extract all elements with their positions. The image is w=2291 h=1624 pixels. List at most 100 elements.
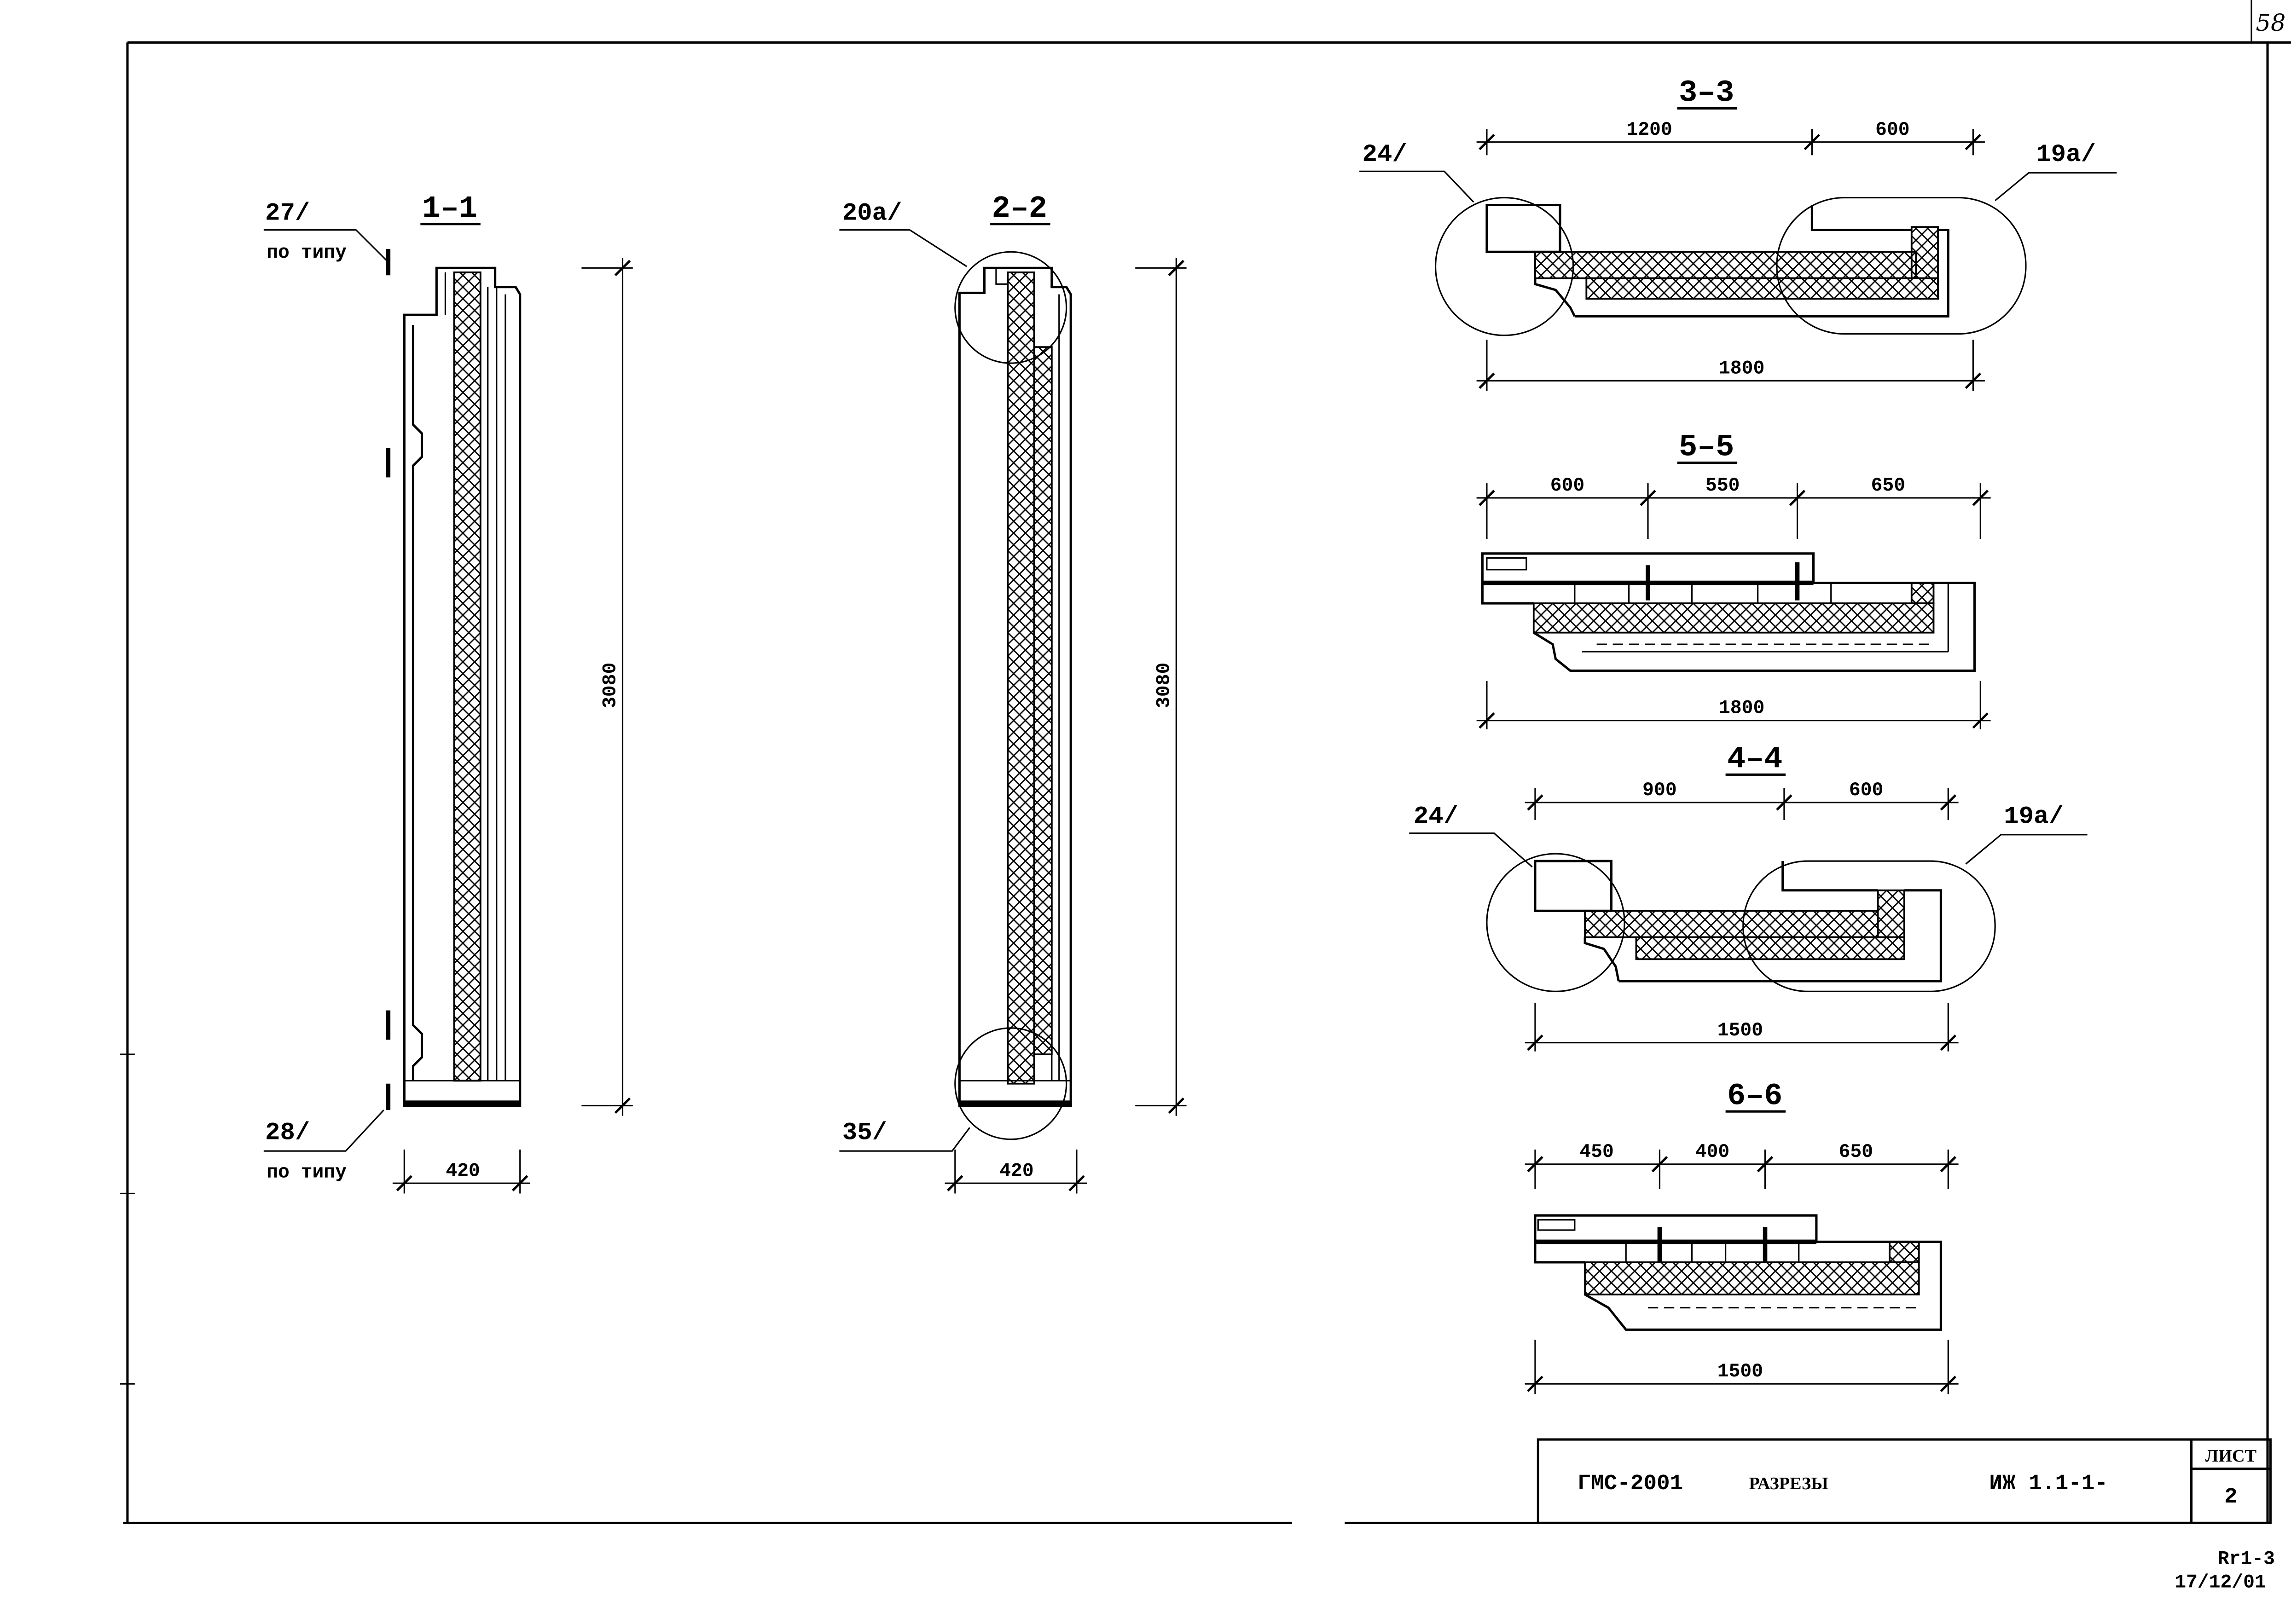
total-dimension: 1800 <box>1476 340 1985 391</box>
corner-sheet-number: 58 <box>2256 10 2286 37</box>
insulation-hatch-corner <box>1877 889 1905 938</box>
callout-note: по типу <box>267 243 347 264</box>
section-title: 2–2 <box>992 191 1047 226</box>
width-dimension: 420 <box>945 1149 1087 1194</box>
sheet-title: РАЗРЕЗЫ <box>1749 1474 1828 1493</box>
floor-slab-outline <box>1534 1214 1818 1264</box>
dimension-tick <box>1527 1375 1543 1392</box>
callout-left: 24/ <box>1359 141 1474 203</box>
dimension-tick <box>512 1175 528 1191</box>
callout-leader-line <box>1359 170 1474 203</box>
corner-panel-outline <box>1574 205 1949 318</box>
slab-end-outline <box>1534 860 1612 912</box>
callout-label: 24/ <box>1362 141 1407 169</box>
callout-leader-line <box>263 1109 384 1152</box>
corner-panel-outline <box>1618 861 1942 982</box>
callout-right: 19а/ <box>1965 803 2088 865</box>
callout-leader-line <box>839 1127 970 1152</box>
callout-label: 27/ <box>265 199 310 227</box>
section-1-1: 1–1 27/ по типу 28/ по типу <box>263 191 633 1194</box>
total-dimension: 1500 <box>1525 1340 1959 1394</box>
stamp-date: 17/12/01 <box>2175 1572 2266 1593</box>
dimension-value: 3080 <box>600 663 621 708</box>
section-title: 6–6 <box>1727 1079 1782 1114</box>
insulation-hatch <box>1532 602 1935 634</box>
top-dimension-chain: 1200 600 <box>1476 120 1985 156</box>
callout-node-top: 27/ по типу <box>263 199 388 264</box>
top-dimension-chain: 600 550 650 <box>1476 475 1991 539</box>
section-title: 4–4 <box>1727 742 1782 777</box>
insulation-hatch <box>1007 271 1035 1085</box>
dimension-value: 400 <box>1695 1142 1729 1163</box>
top-dimension-chain: 450 400 650 <box>1525 1142 1959 1189</box>
section-2-2: 2–2 20а/ 35/ 3080 <box>839 191 1187 1194</box>
panel-inner-face-line <box>412 325 423 1081</box>
dimension-tick <box>1479 372 1495 389</box>
detail-outline-right <box>1742 860 1996 992</box>
floor-slab-outline <box>1481 552 1815 605</box>
dimension-value: 1800 <box>1719 358 1764 379</box>
dimension-value: 1500 <box>1717 1020 1763 1041</box>
dimension-value: 420 <box>999 1161 1033 1182</box>
dimension-value: 450 <box>1579 1142 1613 1163</box>
callout-note: по типу <box>267 1162 347 1183</box>
callout-node-bottom: 35/ <box>839 1119 970 1152</box>
section-title: 3–3 <box>1679 76 1734 111</box>
dimension-value: 1200 <box>1627 120 1672 141</box>
dimension-tick <box>1804 133 1821 150</box>
section-3-3: 3–3 1200 600 24/ 19а/ <box>1359 76 2117 391</box>
insulation-hatch <box>1584 1261 1920 1295</box>
dimension-tick <box>1940 1375 1957 1392</box>
wall-panel-outline <box>403 266 522 1107</box>
total-dimension: 1500 <box>1525 1003 1959 1052</box>
detail-circle-top <box>954 251 1067 364</box>
panel-outer-outline <box>1584 1240 1942 1331</box>
dimension-value: 1500 <box>1717 1361 1763 1382</box>
detail-circle-left <box>1434 196 1574 336</box>
dimension-tick <box>1168 260 1185 277</box>
callout-label: 19а/ <box>2004 803 2064 831</box>
total-dimension: 1800 <box>1476 681 1991 729</box>
slab-edge-detail <box>1486 557 1527 571</box>
dimension-tick <box>1776 794 1792 811</box>
insulation-hatch-corner <box>1910 582 1935 604</box>
height-dimension: 3080 <box>1135 258 1187 1116</box>
dimension-tick <box>1640 490 1656 506</box>
panel-bottom-step <box>1034 1053 1053 1081</box>
panel-end-profile <box>1534 278 1576 317</box>
dimension-tick <box>1940 794 1957 811</box>
dimension-value: 550 <box>1705 475 1740 497</box>
panel-outer-outline <box>1533 581 1976 672</box>
dimension-tick <box>1068 1175 1085 1191</box>
insulation-hatch-outer <box>1033 346 1053 1056</box>
dimension-tick <box>614 260 631 277</box>
dimension-value: 600 <box>1550 475 1584 497</box>
dimension-tick <box>1940 1034 1957 1051</box>
dimension-tick <box>947 1175 963 1191</box>
callout-node-bottom: 28/ по типу <box>263 1109 384 1183</box>
document-code: ИЖ 1.1-1- <box>1989 1471 2108 1496</box>
dimension-value: 900 <box>1642 780 1676 801</box>
dimension-tick <box>1527 794 1543 811</box>
section-title: 5–5 <box>1679 430 1734 465</box>
callout-right: 19а/ <box>1995 141 2117 202</box>
callout-label: 28/ <box>265 1119 310 1147</box>
slab-edge-detail <box>1537 1219 1576 1231</box>
detail-circle-bottom <box>954 1027 1067 1140</box>
insulation-hatch-lower <box>1585 277 1939 300</box>
dimension-tick <box>1479 490 1495 506</box>
dimension-tick <box>1965 133 1982 150</box>
dimension-tick <box>1651 1156 1668 1173</box>
dimension-tick <box>1972 712 1989 729</box>
stamp-code: Rr1-3 <box>2218 1549 2275 1570</box>
dimension-value: 1800 <box>1719 698 1764 719</box>
callout-label: 19а/ <box>2036 141 2096 169</box>
callout-label: 20а/ <box>842 199 902 227</box>
dimension-tick <box>614 1097 631 1114</box>
dimension-tick <box>1972 490 1989 506</box>
dimension-value: 650 <box>1839 1142 1873 1163</box>
dimension-tick <box>396 1175 413 1191</box>
dimension-tick <box>1940 1156 1957 1173</box>
callout-leader-line <box>839 229 968 267</box>
